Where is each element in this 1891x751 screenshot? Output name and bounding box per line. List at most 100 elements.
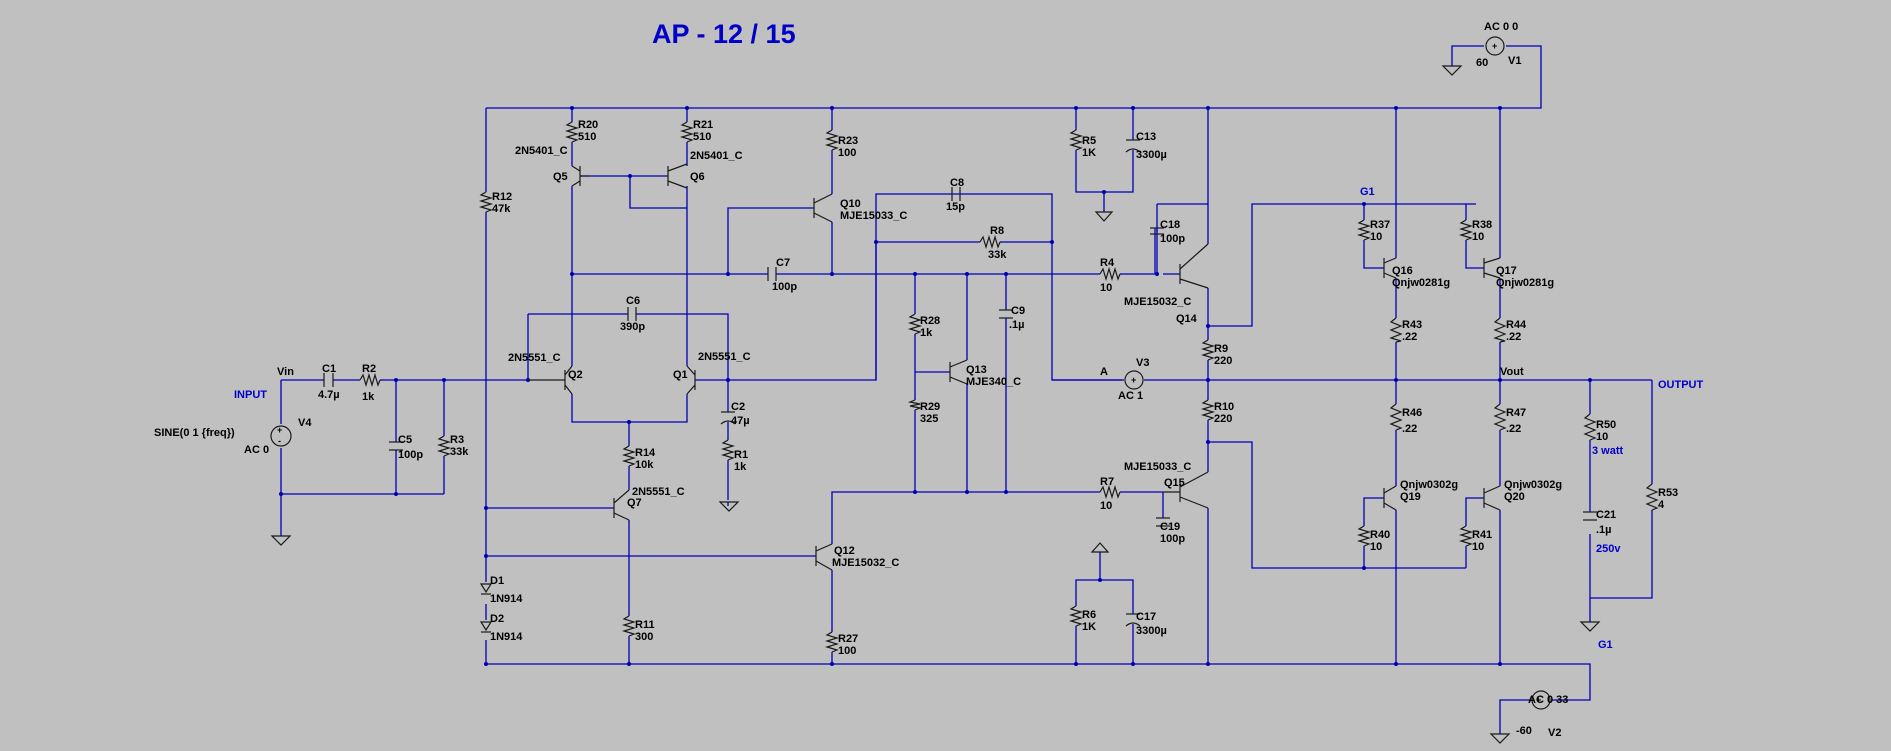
r46-value: .22 [1402,423,1417,435]
r53-name: R53 [1658,487,1678,499]
c6-name: C6 [626,295,640,307]
c21-name: C21 [1596,509,1616,521]
r47-name: R47 [1506,407,1526,419]
v4-symbol: +- [270,425,292,447]
v3-symbol: + [1124,370,1144,390]
r40-name: R40 [1370,529,1390,541]
q14-symbol [1179,243,1209,289]
c21-symbol [1583,511,1597,521]
r14-name: R14 [635,447,656,459]
r1-name: R1 [734,449,748,461]
r27-symbol [824,631,840,653]
r20-symbol [564,121,580,143]
r9-symbol [1200,339,1216,361]
q19-name: Q19 [1400,491,1421,503]
r40-symbol [1356,525,1372,547]
r37-name: R37 [1370,219,1390,231]
svg-text:+: + [1492,41,1497,51]
c7-symbol [767,267,777,281]
r14-value: 10k [635,459,654,471]
c17-symbol [1125,613,1141,627]
q16-model: Qnjw0281g [1392,277,1450,289]
ground-icon [1441,65,1463,76]
q7-symbol [613,489,630,521]
q10-name: Q10 [840,198,861,210]
ground-symbols [270,65,1601,744]
r41-name: R41 [1472,529,1492,541]
r29-value: 325 [920,413,938,425]
r21-name: R21 [693,119,713,131]
r7-value: 10 [1100,500,1112,512]
c21-note: 250v [1596,543,1621,555]
q6-symbol [667,163,688,189]
q16-name: Q16 [1392,265,1413,277]
q20-symbol [1483,485,1501,511]
r12-value: 47k [492,203,511,215]
c2-symbol [720,411,736,425]
r44-symbol [1493,317,1507,343]
r12-name: R12 [492,191,512,203]
v3-spec: AC 1 [1118,390,1143,402]
v3-name: V3 [1136,357,1149,369]
q2-name: Q2 [568,369,583,381]
c17-name: C17 [1136,611,1156,623]
r10-value: 220 [1214,413,1232,425]
q17-model: Qnjw0281g [1496,277,1554,289]
q13-symbol [949,359,968,385]
q15-name: Q15 [1164,477,1185,489]
ground-icon [718,501,740,512]
q6-model: 2N5401_C [690,150,743,162]
r28-value: 1k [920,327,933,339]
c18-value: 100p [1160,233,1185,245]
q2-model: 2N5551_C [508,352,561,364]
r2-value: 1k [362,391,375,403]
r9-value: 220 [1214,355,1232,367]
net-label-g1-top: G1 [1360,186,1375,198]
q7-name: Q7 [627,497,642,509]
schematic-title: AP - 12 / 15 [652,19,796,49]
q20-model: Qnjw0302g [1504,479,1562,491]
c18-name: C18 [1160,219,1180,231]
q17-symbol [1483,257,1501,279]
q15-model: MJE15033_C [1124,461,1191,473]
c8-symbol [951,187,961,201]
r43-name: R43 [1402,319,1422,331]
q19-symbol [1383,485,1397,511]
c2-value: 47µ [731,415,750,427]
d1-symbol [479,583,493,595]
q1-model: 2N5551_C [698,351,751,363]
c21-value: .1µ [1596,524,1612,536]
r37-symbol [1356,219,1372,241]
v2-spec: AC 0 33 [1528,694,1568,706]
c5-value: 100p [398,449,423,461]
r43-symbol [1389,317,1403,343]
c8-value: 15p [946,201,965,213]
q5-model: 2N5401_C [515,145,568,157]
q5-name: Q5 [553,171,568,183]
r29-name: R29 [920,401,940,413]
q12-name: Q12 [834,545,855,557]
v2-symbol: + [1531,690,1551,710]
r50-name: R50 [1596,419,1616,431]
ground-icon [1094,211,1114,222]
q20-name: Q20 [1504,491,1525,503]
q14-model: MJE15032_C [1124,296,1191,308]
d2-name: D2 [490,613,504,625]
r38-symbol [1458,219,1474,241]
q13-name: Q13 [966,364,987,376]
c7-value: 100p [772,281,797,293]
r5-value: 1K [1082,147,1096,159]
q19-model: Qnjw0302g [1400,479,1458,491]
r12-symbol [478,191,494,213]
r44-name: R44 [1506,319,1527,331]
r8-name: R8 [990,225,1004,237]
c7-name: C7 [776,257,790,269]
c6-symbol [627,307,637,321]
c19-value: 100p [1160,533,1185,545]
d1-model: 1N914 [490,593,523,605]
q16-symbol [1383,257,1397,279]
q15-symbol [1163,471,1209,509]
q10-model: MJE15033_C [840,210,907,222]
c6-value: 390p [620,321,645,333]
resistor-symbols [359,121,1659,653]
